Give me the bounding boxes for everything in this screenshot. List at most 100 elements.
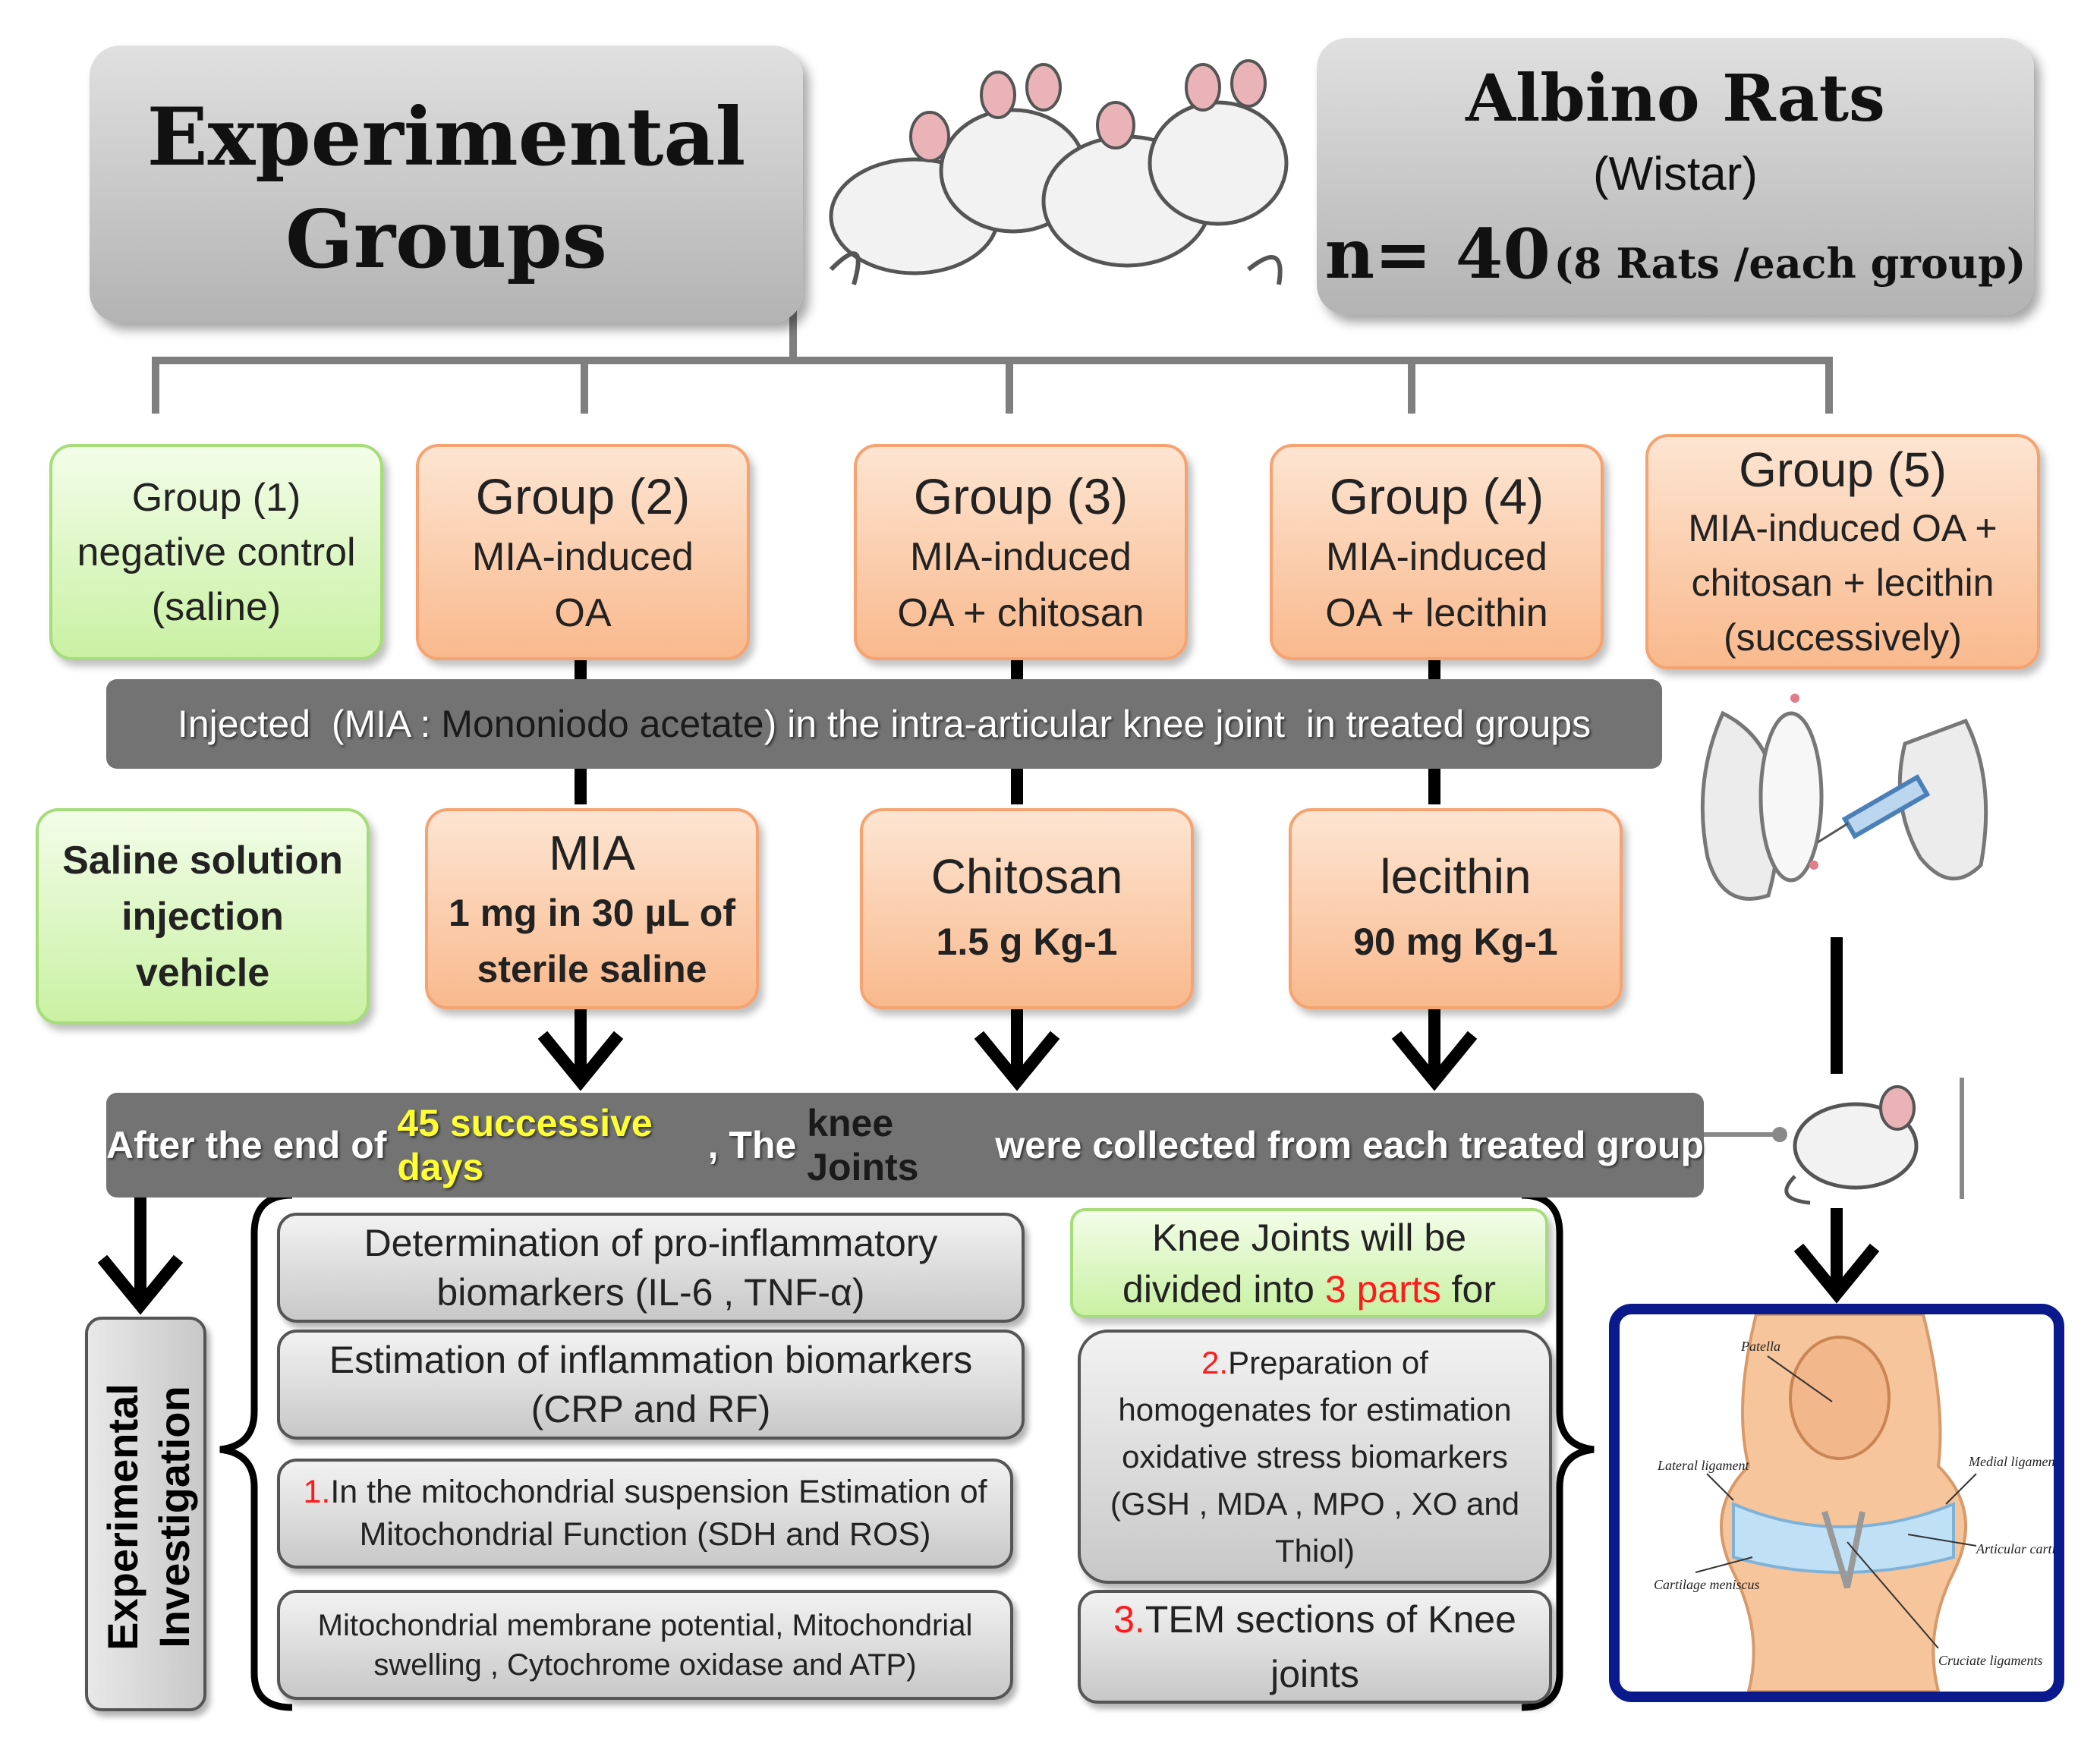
inv-line: Estimation of inflammation biomarkers — [329, 1338, 973, 1381]
knee-joint-illustration: Patella Lateral ligament Medial ligament… — [1609, 1304, 2064, 1702]
divide-text: for — [1440, 1267, 1496, 1311]
mia-treatment-box: MIA 1 mg in 30 µL of sterile saline — [425, 808, 759, 1009]
inv-line: biomarkers (IL-6 , TNF-α) — [436, 1270, 865, 1314]
inv-line: swelling , Cytochrome oxidase and ATP) — [373, 1648, 917, 1682]
prep-line: (GSH , MDA , MPO , XO and — [1110, 1485, 1520, 1522]
investigation-line-2: Investigation — [150, 1386, 198, 1648]
inv-line: Mitochondrial Function (SDH and ROS) — [359, 1515, 931, 1553]
rats-title: Albino Rats — [1466, 61, 1885, 137]
group-desc: MIA-induced OA + — [1688, 507, 1998, 549]
inv-line: Determination of pro-inflammatory — [364, 1221, 938, 1264]
knee-label-patella: Patella — [1740, 1339, 1780, 1354]
divide-line-2: divided into 3 parts for — [1122, 1264, 1496, 1315]
experimental-investigation-label: Experimental Investigation — [85, 1317, 206, 1711]
step-number: 1. — [303, 1473, 331, 1510]
collection-part3: , The — [697, 1124, 808, 1166]
group-label: Group (1) — [131, 475, 301, 520]
knee-label-cruciate: Cruciate ligaments — [1938, 1653, 2043, 1668]
title-line-2: Groups — [285, 192, 607, 286]
investigation-line-1: Experimental — [99, 1383, 146, 1651]
collection-knee: knee Joints — [807, 1102, 919, 1188]
mitochondrial-function-box: 1.In the mitochondrial suspension Estima… — [277, 1459, 1013, 1569]
collection-band: After the end of 45 successive days , Th… — [106, 1093, 1704, 1198]
group-label: Group (2) — [475, 467, 691, 524]
treatment-line: Saline solution — [62, 838, 343, 883]
inv-line: Mitochondrial membrane potential, Mitoch… — [317, 1608, 973, 1642]
tem-line: joints — [1270, 1653, 1359, 1695]
group-desc: MIA-induced — [472, 534, 694, 579]
inv-line: 1.In the mitochondrial suspension Estima… — [303, 1471, 987, 1514]
rat-illustration — [1772, 1070, 1977, 1207]
treatment-name: lecithin — [1380, 848, 1532, 904]
rats-strain: (Wistar) — [1593, 148, 1758, 200]
title-line-1: Experimental — [146, 90, 746, 184]
rats-n: n= 40 — [1324, 214, 1551, 294]
group-desc: (successively) — [1724, 616, 1962, 659]
knee-divide-box: Knee Joints will be divided into 3 parts… — [1070, 1208, 1548, 1318]
treatment-dose: sterile saline — [477, 947, 707, 990]
group-desc: OA + chitosan — [897, 590, 1144, 635]
injection-part1: Injected (MIA : — [177, 703, 442, 745]
group-3-box: Group (3) MIA-induced OA + chitosan — [854, 444, 1188, 660]
proinflammatory-box: Determination of pro-inflammatory biomar… — [277, 1213, 1025, 1323]
prep-line: 2.Preparation of — [1201, 1339, 1428, 1386]
injection-part2: Mononiodo acetate — [441, 703, 764, 745]
treatment-name: Chitosan — [930, 848, 1123, 904]
group-label: Group (5) — [1739, 442, 1947, 497]
group-desc: (saline) — [151, 584, 282, 629]
group-desc: chitosan + lecithin — [1691, 562, 1995, 604]
injection-band: Injected (MIA : Mononiodo acetate ) in t… — [106, 679, 1662, 769]
rats-per-group: (8 Rats /each group) — [1554, 239, 2026, 288]
treatment-line: injection — [121, 894, 284, 939]
prep-line: oxidative stress biomarkers — [1122, 1438, 1508, 1474]
treatment-line: vehicle — [135, 950, 270, 995]
treatment-dose: 1 mg in 30 µL of — [449, 891, 735, 934]
knee-label-meniscus: Cartilage meniscus — [1654, 1577, 1760, 1592]
knee-label-articular: Articular cartilage — [1976, 1541, 2054, 1556]
homogenates-box: 2.Preparation of homogenates for estimat… — [1078, 1330, 1552, 1584]
prep-line: homogenates for estimation — [1118, 1391, 1512, 1427]
collection-part5: were collected from each treated group — [984, 1124, 1704, 1166]
group-desc: negative control — [77, 530, 356, 574]
inv-text: In the mitochondrial suspension Estimati… — [330, 1473, 987, 1510]
group-desc: OA + lecithin — [1325, 590, 1548, 635]
group-1-box: Group (1) negative control (saline) — [49, 444, 383, 660]
chitosan-treatment-box: Chitosan 1.5 g Kg-1 — [860, 808, 1194, 1009]
divide-text: divided into — [1122, 1267, 1325, 1311]
injection-part3: ) in the intra-articular knee joint in t… — [763, 703, 1592, 745]
treatment-dose: 90 mg Kg-1 — [1353, 920, 1558, 963]
prep-text: Preparation of — [1228, 1344, 1428, 1380]
treatment-name: MIA — [549, 825, 635, 880]
divide-line-1: Knee Joints will be — [1151, 1216, 1467, 1259]
group-label: Group (3) — [913, 467, 1129, 524]
prep-line: Thiol) — [1274, 1532, 1355, 1569]
step-number: 2. — [1201, 1344, 1229, 1380]
collection-part1: After the end of — [106, 1124, 398, 1166]
group-desc: MIA-induced — [1326, 534, 1547, 579]
injection-illustration — [1677, 668, 2004, 941]
experimental-groups-title: Experimental Groups — [90, 46, 803, 323]
group-desc: OA — [554, 590, 612, 635]
group-desc: MIA-induced — [910, 534, 1132, 579]
tem-line: 3.TEM sections of Knee — [1113, 1592, 1516, 1647]
albino-rats-box: Albino Rats (Wistar) n= 40 (8 Rats /each… — [1317, 38, 2034, 315]
inv-line: (CRP and RF) — [531, 1387, 771, 1430]
knee-label-medial: Medial ligament — [1968, 1454, 2054, 1469]
group-4-box: Group (4) MIA-induced OA + lecithin — [1270, 444, 1604, 660]
group-2-box: Group (2) MIA-induced OA — [416, 444, 750, 660]
rats-count-line: n= 40 (8 Rats /each group) — [1317, 209, 2034, 320]
collection-days: 45 successive days — [397, 1102, 653, 1188]
knee-label-lateral: Lateral ligament — [1657, 1458, 1749, 1473]
tem-sections-box: 3.TEM sections of Knee joints — [1078, 1590, 1552, 1704]
mitochondrial-membrane-box: Mitochondrial membrane potential, Mitoch… — [277, 1590, 1013, 1700]
group-5-box: Group (5) MIA-induced OA + chitosan + le… — [1645, 434, 2040, 669]
treatment-dose: 1.5 g Kg-1 — [936, 920, 1118, 963]
tem-text: TEM sections of Knee — [1144, 1598, 1516, 1641]
group-label: Group (4) — [1329, 467, 1544, 524]
inflammation-box: Estimation of inflammation biomarkers (C… — [277, 1330, 1025, 1440]
lecithin-treatment-box: lecithin 90 mg Kg-1 — [1289, 808, 1623, 1009]
divide-parts: 3 parts — [1324, 1267, 1441, 1311]
saline-vehicle-box: Saline solution injection vehicle — [36, 808, 370, 1024]
step-number: 3. — [1113, 1598, 1145, 1641]
